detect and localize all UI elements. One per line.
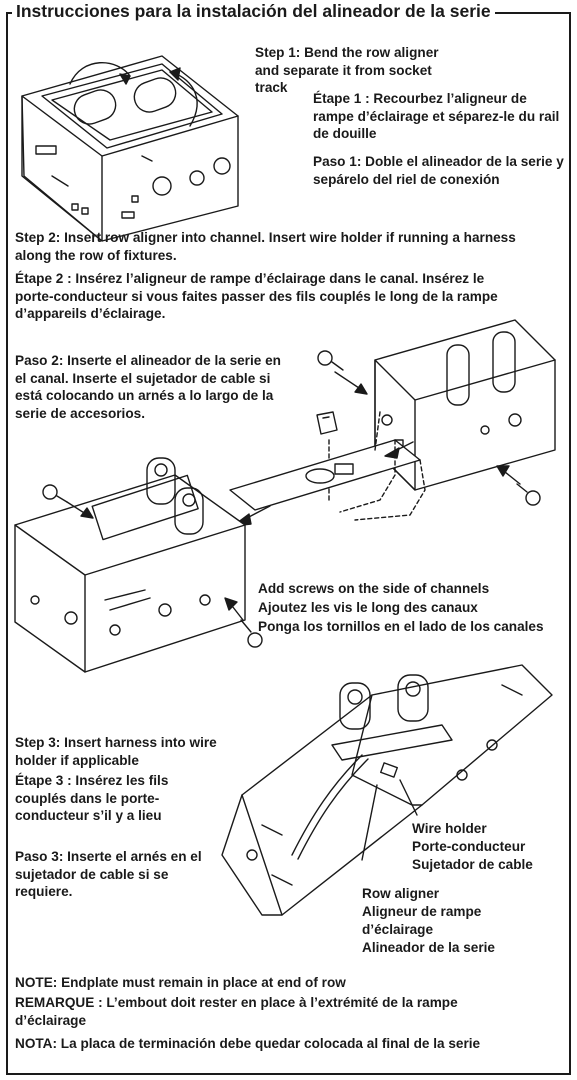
note-spanish: NOTA: La placa de terminación debe queda…	[15, 1036, 481, 1051]
step2-english: Step 2: Insert row aligner into channel.…	[15, 230, 516, 263]
label-wire-holder-es: Sujetador de cable	[412, 857, 533, 872]
screws-english: Add screws on the side of channels	[258, 581, 490, 596]
label-row-aligner-es: Alineador de la serie	[362, 940, 495, 955]
screws-spanish: Ponga los tornillos en el lado de los ca…	[258, 619, 544, 634]
step1-spanish: Paso 1: Doble el alineador de la serie y…	[313, 154, 564, 187]
label-wire-holder-fr: Porte-conducteur	[412, 839, 526, 854]
step1-french: Étape 1 : Recourbez l’aligneur de rampe …	[313, 91, 560, 141]
label-row-aligner-fr2: d’éclairage	[362, 922, 434, 937]
screw-icon	[516, 483, 541, 506]
screw-icon	[240, 619, 263, 648]
screw-icon	[42, 484, 68, 503]
wire-holder-icon	[316, 411, 338, 435]
wire-holder-leader	[399, 779, 418, 816]
step1-illustration	[21, 55, 239, 242]
step3-spanish: Paso 3: Inserte el arnés en el sujetador…	[15, 849, 202, 899]
row-aligner-leader	[361, 784, 378, 861]
row-aligner-icon	[229, 439, 421, 511]
label-row-aligner-en: Row aligner	[362, 886, 440, 901]
label-wire-holder-en: Wire holder	[412, 821, 487, 836]
step3-english: Step 3: Insert harness into wire holder …	[15, 735, 217, 768]
note-french: REMARQUE : L’embout doit rester en place…	[15, 995, 458, 1028]
step3-french: Étape 3 : Insérez les fils couplés dans …	[15, 773, 169, 823]
step2-illustration	[14, 319, 556, 673]
screws-french: Ajoutez les vis le long des canaux	[258, 600, 478, 615]
label-row-aligner-fr1: Aligneur de rampe	[362, 904, 482, 919]
note-english: NOTE: Endplate must remain in place at e…	[15, 975, 346, 990]
step1-english: Step 1: Bend the row aligner and separat…	[255, 45, 439, 95]
screw-icon	[317, 350, 344, 371]
step2-french: Étape 2 : Insérez l’aligneur de rampe d’…	[15, 271, 498, 321]
step2-spanish: Paso 2: Inserte el alineador de la serie…	[15, 353, 281, 421]
step3-illustration	[221, 664, 553, 916]
page-title: Instrucciones para la instalación del al…	[12, 0, 495, 22]
